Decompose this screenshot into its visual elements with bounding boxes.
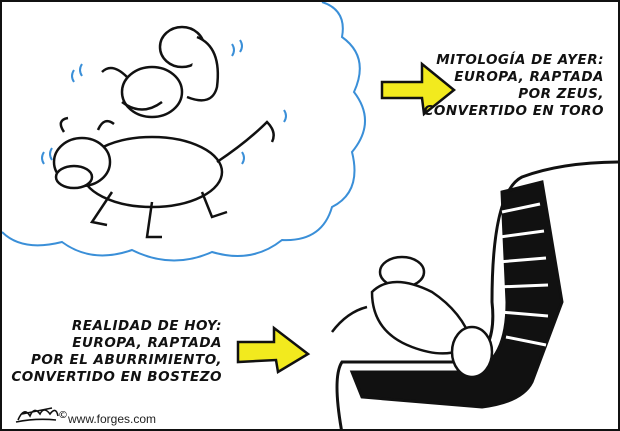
caption-line: POR ZEUS, xyxy=(518,86,604,102)
motion-lines xyxy=(41,39,287,165)
europa-falling-figure xyxy=(331,255,494,379)
copyright-symbol: © xyxy=(58,410,68,421)
caption-line: MITOLOGÍA DE AYER: xyxy=(436,52,604,68)
caption-line: POR EL ABURRIMIENTO, xyxy=(31,352,222,368)
caption-line: CONVERTIDO EN TORO xyxy=(423,103,604,119)
bull-figure xyxy=(52,116,275,239)
yawning-mouth xyxy=(335,160,618,429)
europa-figure xyxy=(101,25,220,119)
thought-cloud xyxy=(2,2,366,262)
arrow-top xyxy=(380,61,456,117)
arrow-bottom xyxy=(236,325,311,375)
website-url: www.forges.com xyxy=(68,412,157,426)
forges-signature xyxy=(15,407,59,423)
caption-line: EUROPA, RAPTADA xyxy=(72,335,222,351)
caption-line: CONVERTIDO EN BOSTEZO xyxy=(11,369,222,385)
caption-line: REALIDAD DE HOY: xyxy=(71,318,222,334)
caption-line: EUROPA, RAPTADA xyxy=(454,69,604,85)
